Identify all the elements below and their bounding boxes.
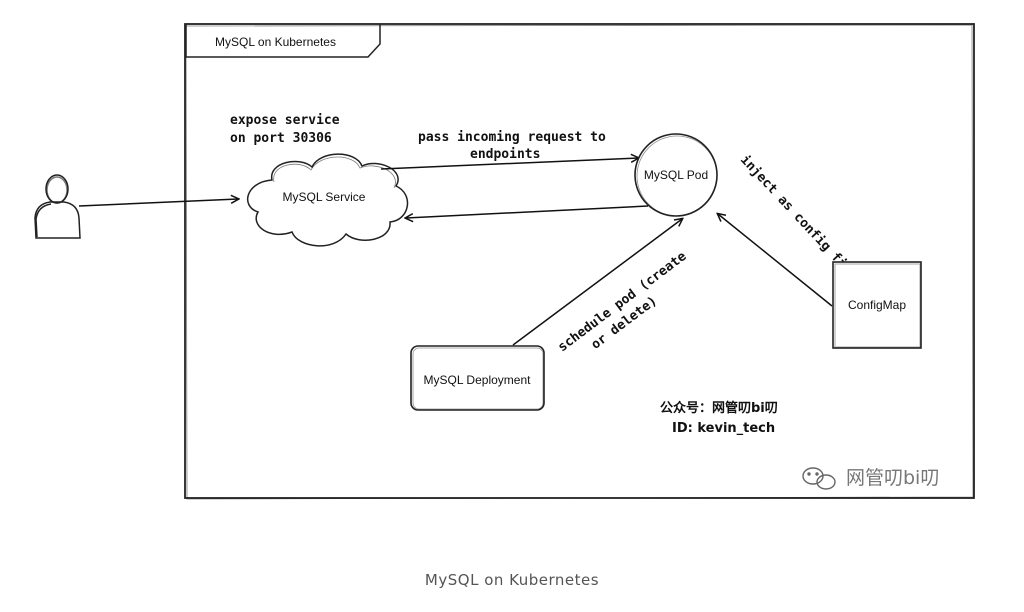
mysql-service-label: MySQL Service [283,190,366,204]
configmap-label: ConfigMap [848,298,906,312]
configmap-to-pod-arrow [718,214,833,307]
watermark-text: 网管叨bi叨 [846,467,939,489]
id-credit: ID: kevin_tech [672,421,775,436]
schedule-annotation-line1: schedule pod (create [555,249,689,355]
pass-annotation-line2: endpoints [470,147,540,162]
wechat-icon [802,467,836,490]
mysql-pod-node: MySQL Pod [634,133,718,217]
mysql-deployment-label: MySQL Deployment [424,373,532,387]
pass-annotation-line1: pass incoming request to [418,130,606,145]
frame-title-tab [185,24,381,58]
deployment-to-pod-arrow [512,219,682,346]
diagram-frame [184,23,975,499]
expose-annotation-line2: on port 30306 [230,131,332,146]
user-to-service-arrow [78,199,238,207]
mysql-deployment-node: MySQL Deployment [410,345,545,411]
mysql-service-node: MySQL Service [247,153,409,247]
frame-title: MySQL on Kubernetes [215,35,336,49]
user-icon [34,174,81,239]
pod-to-service-arrow [406,205,649,218]
mysql-pod-label: MySQL Pod [644,168,708,182]
service-to-pod-arrow [380,158,638,170]
expose-annotation-line1: expose service [230,113,340,128]
account-credit: 公众号：网管叨bi叨 [660,400,778,416]
configmap-node: ConfigMap [832,261,922,349]
figure-caption: MySQL on Kubernetes [424,571,600,589]
